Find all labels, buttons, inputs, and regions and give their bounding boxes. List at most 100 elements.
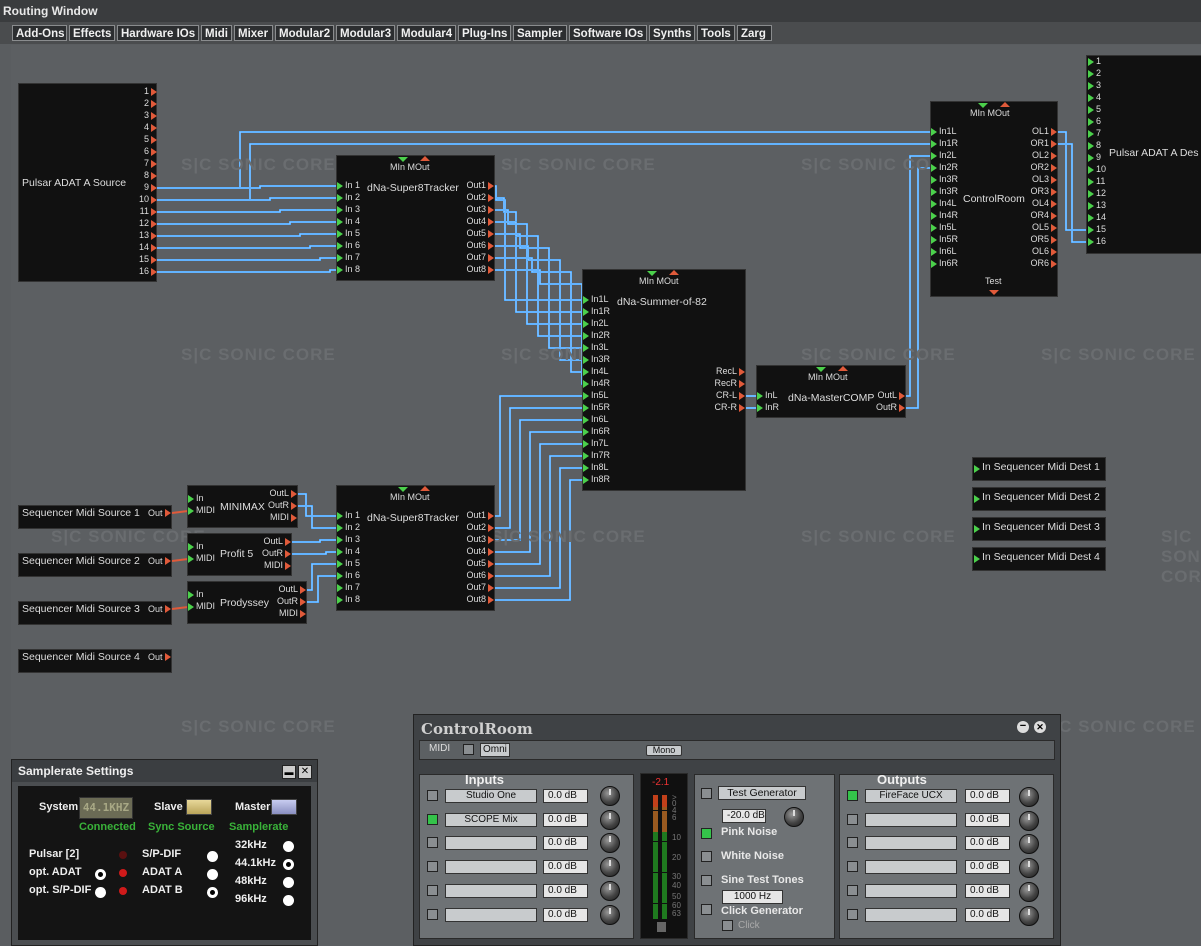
controlroom-out-or4-port[interactable] (1051, 212, 1057, 220)
profit5-midi-in-port[interactable] (188, 555, 194, 563)
controlroom-in-4-port[interactable] (931, 176, 937, 184)
tracker2-in-8-port[interactable] (337, 596, 343, 604)
adat-source-out-15-port[interactable] (151, 256, 157, 264)
controlroom-in-2-port[interactable] (931, 152, 937, 160)
tracker1-midi-in[interactable] (398, 157, 408, 162)
radio-rate-2[interactable] (283, 877, 294, 888)
input-name-2[interactable]: SCOPE Mix (445, 813, 537, 827)
adat-dest-in-1-port[interactable] (1088, 58, 1094, 66)
tracker1-out-4-port[interactable] (488, 218, 494, 226)
input-name-6[interactable] (445, 908, 537, 922)
output-enable-5[interactable] (847, 885, 858, 896)
profit5-out-l-port[interactable] (285, 538, 291, 546)
sine-tones-checkbox[interactable] (701, 875, 712, 886)
summer-in-in3l-port[interactable] (583, 344, 589, 352)
radio-left-2[interactable] (95, 887, 106, 898)
summer-in-in2l-port[interactable] (583, 320, 589, 328)
summer-in-in8r-port[interactable] (583, 476, 589, 484)
controlroom-out-ol6-port[interactable] (1051, 248, 1057, 256)
mastercomp-midi-out[interactable] (838, 366, 848, 371)
adat-dest-in-4-port[interactable] (1088, 94, 1094, 102)
output-name-5[interactable] (865, 884, 957, 898)
tracker2-in-2-port[interactable] (337, 524, 343, 532)
prodyssey-in-port[interactable] (188, 591, 194, 599)
output-name-6[interactable] (865, 908, 957, 922)
adat-dest-in-14-port[interactable] (1088, 214, 1094, 222)
prodyssey-out-l-port[interactable] (300, 586, 306, 594)
input-enable-5[interactable] (427, 885, 438, 896)
menu-software-ios[interactable]: Software IOs (569, 25, 647, 41)
minimax-midi-out-port[interactable] (291, 514, 297, 522)
output-enable-3[interactable] (847, 837, 858, 848)
summer-out-cr-r-port[interactable] (739, 404, 745, 412)
menu-modular4[interactable]: Modular4 (397, 25, 456, 41)
tracker1-in-2-port[interactable] (337, 194, 343, 202)
summer-midi-in[interactable] (647, 271, 657, 276)
tracker2-in-1-port[interactable] (337, 512, 343, 520)
slave-button[interactable] (186, 799, 212, 815)
tracker1-out-7-port[interactable] (488, 254, 494, 262)
output-level-4[interactable]: 0.0 dB (965, 860, 1010, 874)
controlroom-in-10-port[interactable] (931, 248, 937, 256)
seq-source-2[interactable] (18, 553, 172, 577)
input-knob-5[interactable] (600, 881, 620, 901)
input-level-2[interactable]: 0.0 dB (543, 813, 588, 827)
adat-dest-in-2-port[interactable] (1088, 70, 1094, 78)
output-level-3[interactable]: 0.0 dB (965, 836, 1010, 850)
input-level-6[interactable]: 0.0 dB (543, 908, 588, 922)
master-button[interactable] (271, 799, 297, 815)
tracker2-in-4-port[interactable] (337, 548, 343, 556)
pink-noise-checkbox[interactable] (701, 828, 712, 839)
adat-dest-in-16-port[interactable] (1088, 238, 1094, 246)
tracker1-in-8-port[interactable] (337, 266, 343, 274)
tracker2-in-6-port[interactable] (337, 572, 343, 580)
seq-source-3-port[interactable] (165, 605, 171, 613)
tracker1-module[interactable] (336, 155, 495, 281)
input-knob-1[interactable] (600, 786, 620, 806)
adat-source-module[interactable] (18, 83, 157, 282)
summer-in-in3r-port[interactable] (583, 356, 589, 364)
controlroom-in-1-port[interactable] (931, 140, 937, 148)
minimize-button[interactable]: ▬ (282, 765, 296, 779)
controlroom-out-or5-port[interactable] (1051, 236, 1057, 244)
adat-source-out-12-port[interactable] (151, 220, 157, 228)
output-level-6[interactable]: 0.0 dB (965, 908, 1010, 922)
profit5-midi-out-port[interactable] (285, 562, 291, 570)
controlroom-in-6-port[interactable] (931, 200, 937, 208)
prodyssey-module[interactable] (187, 581, 307, 624)
sine-freq-field[interactable]: 1000 Hz (722, 890, 783, 904)
seq-dest-2-port[interactable] (974, 495, 980, 503)
mastercomp-out-0-port[interactable] (899, 392, 905, 400)
adat-source-out-10-port[interactable] (151, 196, 157, 204)
menu-sampler[interactable]: Sampler (513, 25, 567, 41)
input-level-4[interactable]: 0.0 dB (543, 860, 588, 874)
output-knob-4[interactable] (1019, 858, 1039, 878)
test-generator-checkbox[interactable] (701, 788, 712, 799)
tracker1-out-2-port[interactable] (488, 194, 494, 202)
adat-source-out-7-port[interactable] (151, 160, 157, 168)
minimax-module[interactable] (187, 485, 298, 528)
tracker2-in-3-port[interactable] (337, 536, 343, 544)
adat-source-out-4-port[interactable] (151, 124, 157, 132)
tracker2-in-7-port[interactable] (337, 584, 343, 592)
mastercomp-module[interactable] (756, 365, 906, 418)
menu-zarg[interactable]: Zarg (737, 25, 772, 41)
test-knob[interactable] (784, 807, 804, 827)
tracker2-in-5-port[interactable] (337, 560, 343, 568)
controlroom-module[interactable] (930, 101, 1058, 297)
summer-in-in1l-port[interactable] (583, 296, 589, 304)
controlroom-out-ol5-port[interactable] (1051, 224, 1057, 232)
input-enable-3[interactable] (427, 837, 438, 848)
input-enable-4[interactable] (427, 861, 438, 872)
seq-dest-1[interactable] (972, 457, 1106, 481)
seq-source-2-port[interactable] (165, 557, 171, 565)
profit5-module[interactable] (187, 533, 292, 576)
tracker2-out-3-port[interactable] (488, 536, 494, 544)
mastercomp-out-1-port[interactable] (899, 404, 905, 412)
controlroom-in-11-port[interactable] (931, 260, 937, 268)
adat-source-out-11-port[interactable] (151, 208, 157, 216)
menu-hardware-ios[interactable]: Hardware IOs (117, 25, 199, 41)
adat-source-out-8-port[interactable] (151, 172, 157, 180)
seq-dest-4-port[interactable] (974, 555, 980, 563)
tracker1-out-6-port[interactable] (488, 242, 494, 250)
